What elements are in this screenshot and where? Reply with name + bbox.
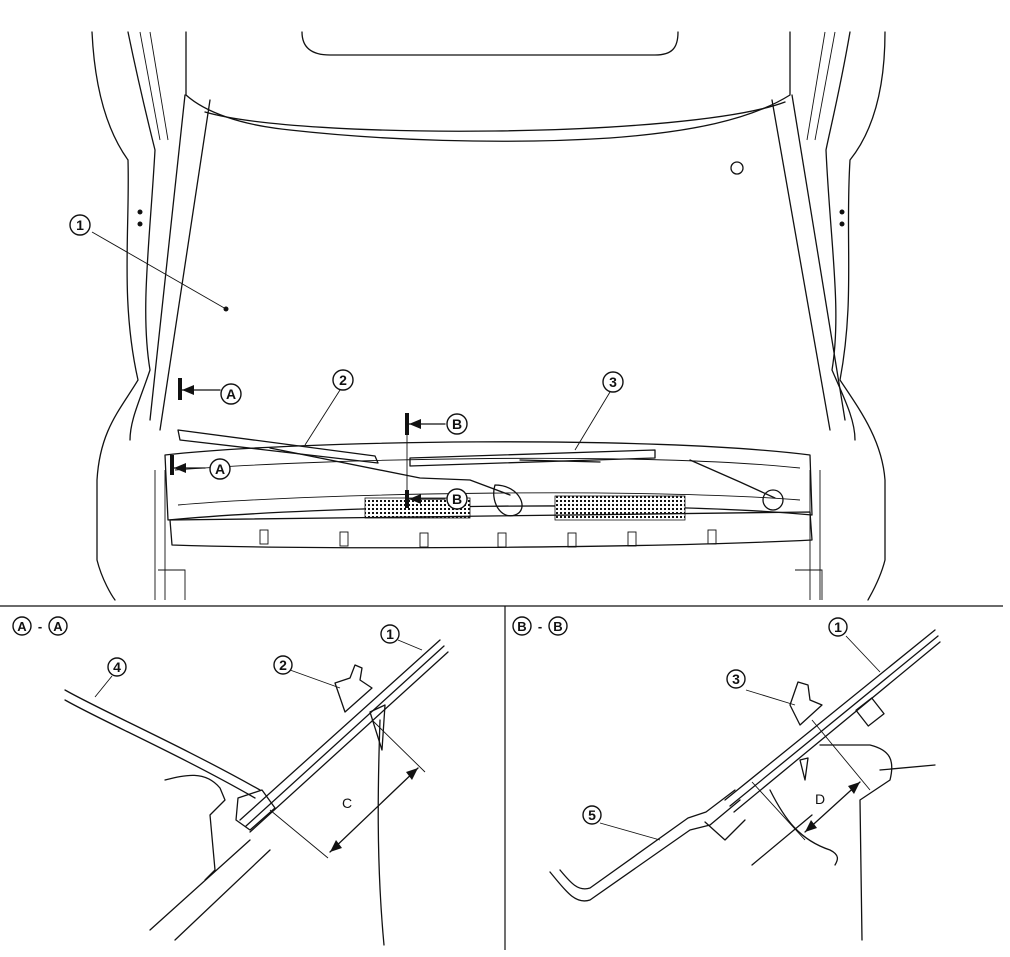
callout-1-bb-label: 1: [834, 619, 842, 635]
section-aa-hood: [239, 639, 449, 833]
callout-4-aa: [107, 657, 127, 677]
hood-rear-curve: [204, 101, 786, 132]
callout-2-aa-label: 2: [279, 657, 287, 673]
wiper-blade-driver: [177, 429, 379, 464]
left-fender: [91, 31, 139, 601]
callout-3-top: [602, 371, 624, 393]
section-b-b: B - B D 1 3 5: [512, 616, 941, 941]
section-bb-right: B: [553, 619, 562, 634]
pivot-driver: [493, 484, 523, 517]
callout-1-aa: [380, 624, 400, 644]
callout-5-bb: [582, 805, 602, 825]
section-bb-panel-5: [549, 789, 741, 902]
right-pillar: [771, 99, 831, 431]
section-bb-dash: -: [538, 619, 542, 634]
wiper-arm-passenger: [519, 459, 776, 499]
section-marker-a-lower-label: A: [215, 461, 225, 477]
section-marker-b-upper: [446, 413, 468, 435]
callout-2-top: [332, 369, 354, 391]
callout-2-top-label: 2: [339, 372, 347, 388]
section-marker-a-upper-label: A: [226, 386, 236, 402]
callout-3-bb: [726, 669, 746, 689]
callout-2-aa: [273, 655, 293, 675]
right-fender: [839, 31, 886, 601]
section-a-a: A - A C 1 2 4: [12, 616, 449, 946]
section-marker-a-lower: [209, 458, 231, 480]
windshield-top-edge: [301, 31, 679, 56]
callout-4-aa-label: 4: [113, 659, 121, 675]
section-marker-a-upper: [220, 383, 242, 405]
dimension-d-label: D: [815, 791, 825, 807]
wiper-blade-passenger: [409, 449, 656, 467]
right-fender-inner: [825, 31, 856, 441]
callout-1-bb: [828, 617, 848, 637]
callout-1-top-label: 1: [76, 217, 84, 233]
section-bb-hood: [724, 629, 941, 813]
dimension-c-label: C: [342, 795, 352, 811]
hood-outline: [185, 31, 791, 142]
cowl-mesh-right: [554, 495, 686, 521]
vehicle-front-view: 1 2 3 A A B B: [69, 31, 886, 601]
section-aa-panel-4: [64, 689, 261, 799]
callout-1-top: [69, 214, 91, 236]
section-aa-left: A: [17, 619, 27, 634]
hood-hole: [730, 161, 744, 175]
section-marker-b-lower: [446, 488, 468, 510]
pivot-passenger: [762, 489, 784, 511]
callout-5-bb-label: 5: [588, 807, 596, 823]
section-bb-left: B: [517, 619, 526, 634]
callout-3-bb-label: 3: [732, 671, 740, 687]
wiper-arm-driver: [269, 447, 511, 496]
left-pillar-inner: [149, 94, 186, 421]
section-bb-blade: [789, 681, 823, 726]
left-fender-inner: [127, 31, 156, 441]
left-pillar: [159, 99, 211, 431]
section-marker-b-upper-label: B: [452, 416, 462, 432]
callout-3-top-label: 3: [609, 374, 617, 390]
section-marker-b-lower-label: B: [452, 491, 462, 507]
section-aa-blade: [334, 664, 373, 713]
right-pillar-inner: [791, 94, 846, 421]
callout-1-aa-label: 1: [386, 626, 394, 642]
section-aa-dash: -: [38, 619, 42, 634]
cowl-top-cover: [164, 441, 813, 521]
section-aa-right: A: [53, 619, 63, 634]
